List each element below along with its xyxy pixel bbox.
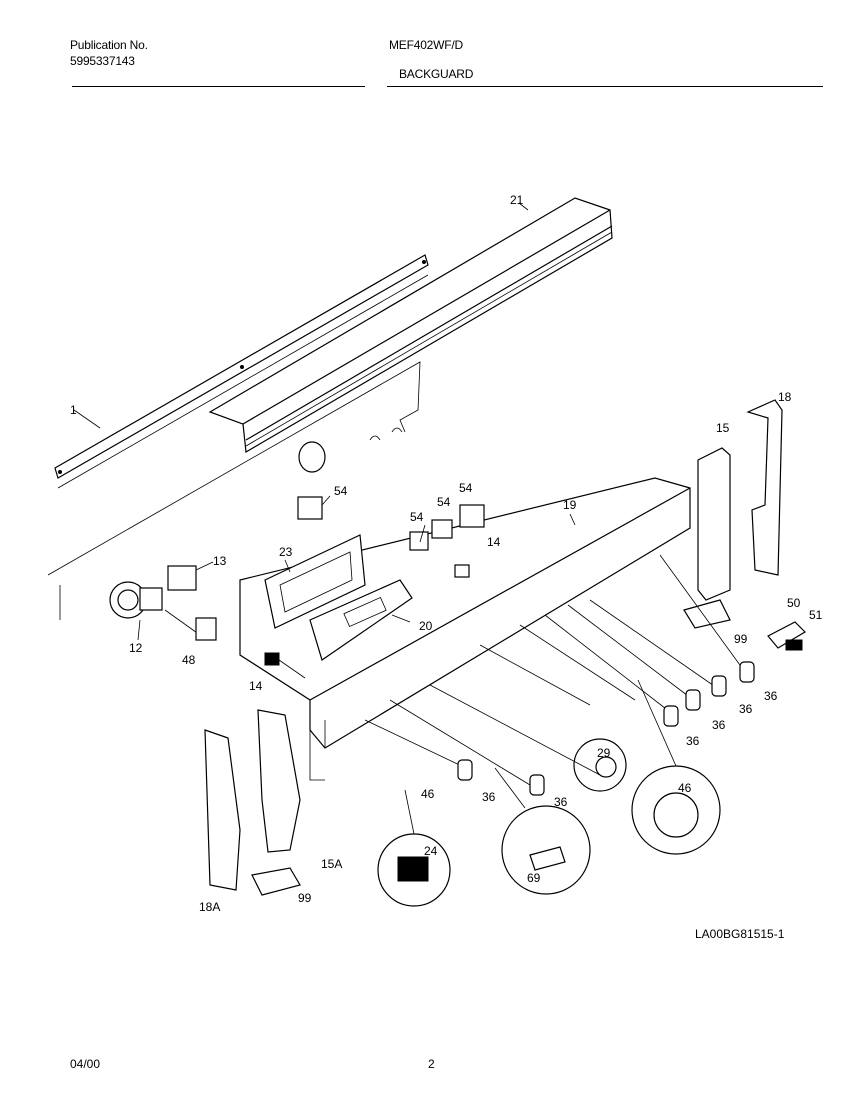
part-19-control-panel — [239, 477, 691, 781]
label-part-13: 13 — [213, 554, 227, 568]
footer-date: 04/00 — [70, 1057, 101, 1071]
label-part-36-e: 36 — [482, 790, 496, 804]
label-part-15a: 15A — [321, 857, 342, 871]
label-part-50: 50 — [787, 596, 801, 610]
label-part-99-b: 99 — [298, 891, 312, 905]
part-36-knobs — [457, 661, 755, 796]
label-part-54-c: 54 — [437, 495, 451, 509]
header-rule-right — [387, 86, 823, 87]
label-part-54-b: 54 — [459, 481, 473, 495]
model-number: MEF402WF/D — [389, 38, 464, 52]
publication-label: Publication No. — [70, 38, 148, 52]
label-part-36-f: 36 — [554, 795, 568, 809]
label-part-54-d: 54 — [410, 510, 424, 524]
label-part-36-c: 36 — [712, 718, 726, 732]
diagram-code: LA00BG81515-1 — [695, 927, 785, 941]
label-part-36-d: 36 — [686, 734, 700, 748]
label-part-18a: 18A — [199, 900, 220, 914]
label-part-46-a: 46 — [421, 787, 435, 801]
label-part-14-b: 14 — [249, 679, 263, 693]
label-part-48: 48 — [182, 653, 196, 667]
label-part-46-b: 46 — [678, 781, 692, 795]
part-1-rear-trim — [54, 254, 429, 489]
part-23-overlay — [264, 534, 366, 629]
label-part-69: 69 — [527, 871, 541, 885]
label-part-24: 24 — [424, 844, 438, 858]
right-endcap — [683, 399, 806, 651]
label-part-54-a: 54 — [334, 484, 348, 498]
header-rule-left — [72, 86, 365, 87]
page-number: 2 — [428, 1057, 435, 1071]
label-part-12: 12 — [129, 641, 143, 655]
label-part-23: 23 — [279, 545, 293, 559]
publication-number: 5995337143 — [70, 54, 135, 68]
label-part-21: 21 — [510, 193, 524, 207]
label-part-36-b: 36 — [739, 702, 753, 716]
left-components — [109, 561, 306, 679]
label-part-29: 29 — [597, 746, 611, 760]
label-part-19: 19 — [563, 498, 577, 512]
label-part-51: 51 — [809, 608, 823, 622]
label-part-1: 1 — [70, 403, 77, 417]
part-54-switches — [297, 495, 485, 578]
rear-panel — [47, 361, 421, 620]
detail-circles — [377, 679, 721, 907]
section-title: BACKGUARD — [399, 67, 474, 81]
label-part-15: 15 — [716, 421, 730, 435]
part-20-clock-board — [309, 579, 413, 661]
label-part-36-a: 36 — [764, 689, 778, 703]
part-21-top-cap — [208, 197, 613, 453]
left-endcap — [204, 709, 301, 896]
wires — [364, 554, 746, 786]
label-part-18: 18 — [778, 390, 792, 404]
label-part-14-a: 14 — [487, 535, 501, 549]
label-part-20: 20 — [419, 619, 433, 633]
label-part-99-a: 99 — [734, 632, 748, 646]
